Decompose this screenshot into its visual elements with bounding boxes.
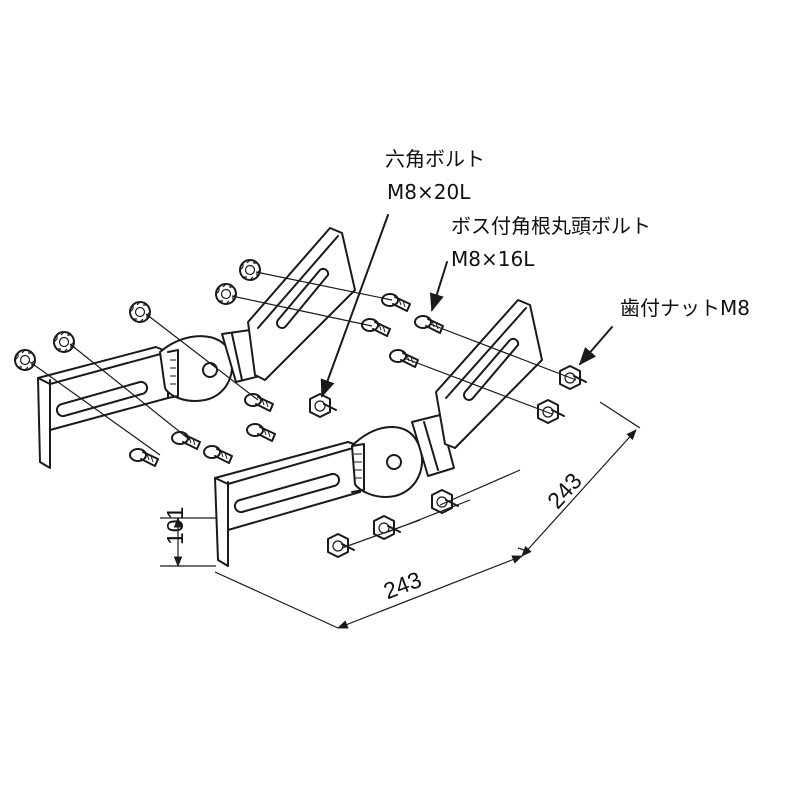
boss-bolt-icon <box>414 315 444 334</box>
front-hinge <box>351 425 424 498</box>
height-dimension: 101 <box>162 507 188 545</box>
leader-lines <box>320 214 613 398</box>
toothed-washer-icon <box>239 259 261 281</box>
toothed-washer-icon <box>53 331 75 353</box>
upper-slanted-plate <box>247 227 356 381</box>
side-length-dimension: 243 <box>542 468 587 514</box>
dimension-side-length <box>521 401 641 557</box>
front-plate <box>214 441 361 567</box>
assembly-guide-lines <box>29 271 577 549</box>
hex-bolt-icon <box>244 393 274 412</box>
toothed-nut-label: 歯付ナットM8 <box>620 296 750 320</box>
hex-bolt-icon <box>129 448 159 467</box>
toothed-nut-icon <box>537 399 565 424</box>
toothed-washer-icon <box>215 283 237 305</box>
rear-slanted-plate <box>435 299 543 449</box>
boss-bolt-size-label: M8×16L <box>451 247 535 271</box>
hex-bolt-size-label: M8×20L <box>387 180 471 204</box>
toothed-washer-icon <box>129 301 151 323</box>
boss-bolt-icon <box>381 293 411 312</box>
boss-bolt-name-label: ボス付角根丸頭ボルト <box>451 214 651 238</box>
hex-bolt-name-label: 六角ボルト <box>385 147 485 171</box>
left-end-plate <box>37 346 169 469</box>
hex-bolt-icon <box>203 445 233 464</box>
hex-bolt-icon <box>246 423 276 442</box>
dimension-height <box>160 516 216 568</box>
front-length-dimension: 243 <box>380 566 425 604</box>
left-hinge <box>159 335 234 402</box>
toothed-washer-icon <box>14 349 36 371</box>
boss-bolt-icon <box>361 318 391 337</box>
dimension-front-length <box>214 547 531 629</box>
hex-bolt-icon <box>171 431 201 450</box>
toothed-nut-icon <box>559 365 587 390</box>
toothed-nut-icon <box>309 393 337 418</box>
